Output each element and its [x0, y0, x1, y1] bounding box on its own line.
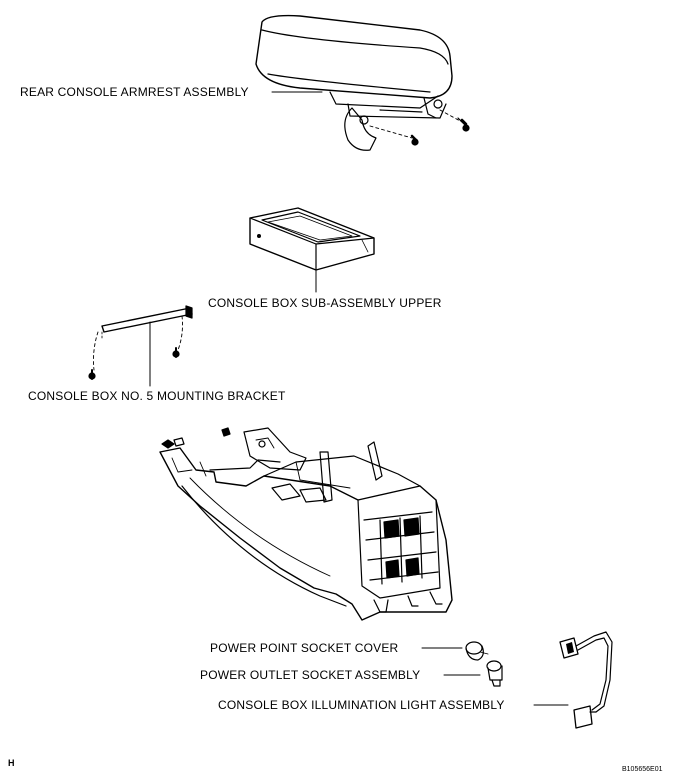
figure-code: B105656E01 — [622, 766, 663, 773]
armrest-assembly-drawing — [255, 14, 470, 151]
corner-mark: H — [8, 758, 15, 768]
label-rear-console-armrest: REAR CONSOLE ARMREST ASSEMBLY — [20, 85, 249, 99]
label-power-outlet-socket: POWER OUTLET SOCKET ASSEMBLY — [200, 668, 421, 682]
socket-cover-drawing — [465, 641, 489, 661]
label-console-box-upper: CONSOLE BOX SUB-ASSEMBLY UPPER — [208, 296, 442, 310]
illumination-light-drawing — [559, 631, 613, 729]
label-mounting-bracket: CONSOLE BOX NO. 5 MOUNTING BRACKET — [28, 389, 286, 403]
console-upper-drawing — [249, 207, 375, 271]
bracket-drawing — [88, 305, 193, 380]
label-power-point-socket-cover: POWER POINT SOCKET COVER — [210, 641, 399, 655]
label-illumination-light: CONSOLE BOX ILLUMINATION LIGHT ASSEMBLY — [218, 698, 505, 712]
console-box-drawing — [159, 427, 453, 621]
outlet-socket-drawing — [486, 660, 503, 687]
